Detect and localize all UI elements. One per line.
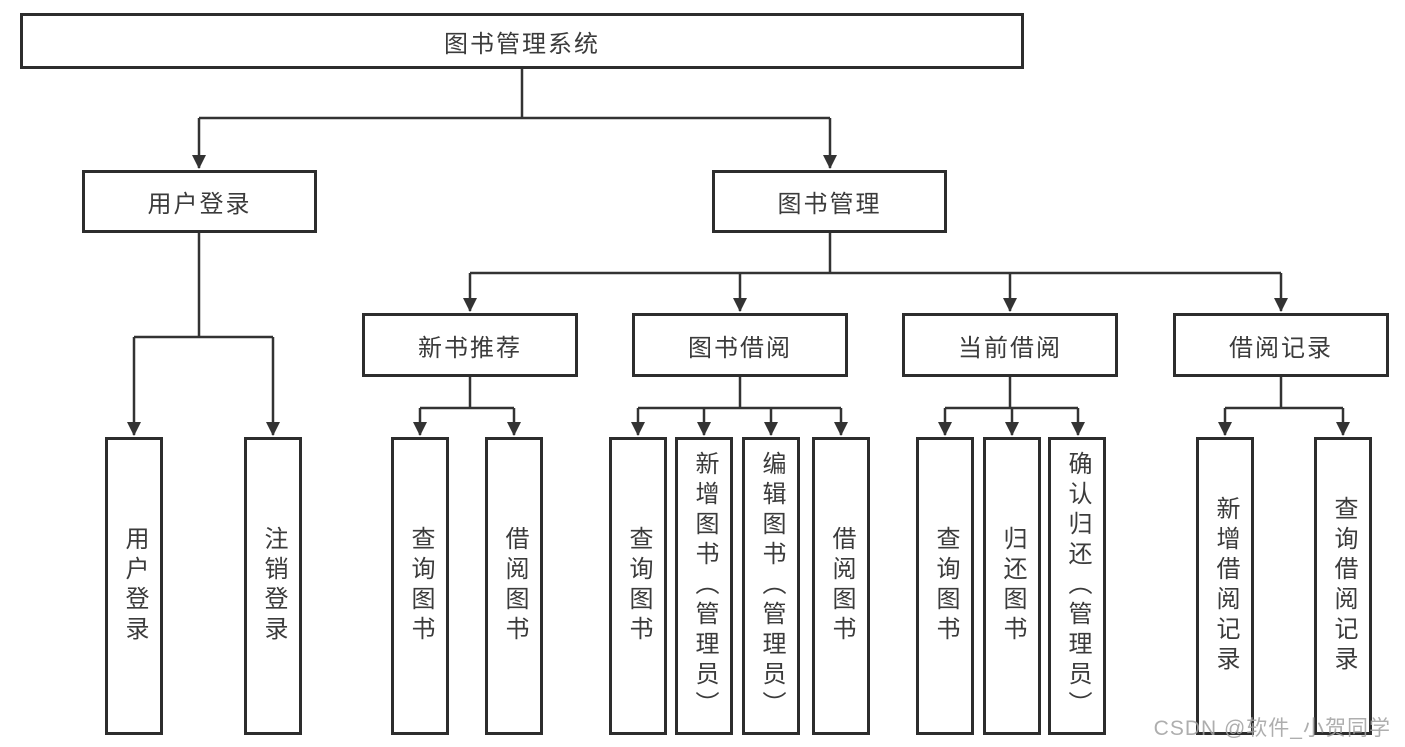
- leaf-logout: 注销登录: [244, 437, 302, 735]
- leaf-user-login: 用户登录: [105, 437, 163, 735]
- leaf-return-book: 归还图书: [983, 437, 1041, 735]
- csdn-watermark: CSDN @软件_小贺同学: [1153, 717, 1391, 740]
- node-book-borrowing: 图书借阅: [632, 313, 848, 377]
- leaf-confirm-return-admin: 确认归还（管理员）: [1048, 437, 1106, 735]
- leaf-add-borrow-record: 新增借阅记录: [1196, 437, 1254, 735]
- leaf-query-books-recommend: 查询图书: [391, 437, 449, 735]
- leaf-edit-book-admin: 编辑图书（管理员）: [742, 437, 800, 735]
- leaf-add-book-admin: 新增图书（管理员）: [675, 437, 733, 735]
- leaf-query-borrow-record: 查询借阅记录: [1314, 437, 1372, 735]
- node-borrowing-records: 借阅记录: [1173, 313, 1389, 377]
- leaf-query-books-current: 查询图书: [916, 437, 974, 735]
- leaf-query-books-borrow: 查询图书: [609, 437, 667, 735]
- leaf-borrow-books-recommend: 借阅图书: [485, 437, 543, 735]
- node-book-management: 图书管理: [712, 170, 947, 233]
- leaf-borrow-books: 借阅图书: [812, 437, 870, 735]
- node-current-borrowing: 当前借阅: [902, 313, 1118, 377]
- node-user-login: 用户登录: [82, 170, 317, 233]
- node-new-book-recommendation: 新书推荐: [362, 313, 578, 377]
- node-library-management-system: 图书管理系统: [20, 13, 1024, 69]
